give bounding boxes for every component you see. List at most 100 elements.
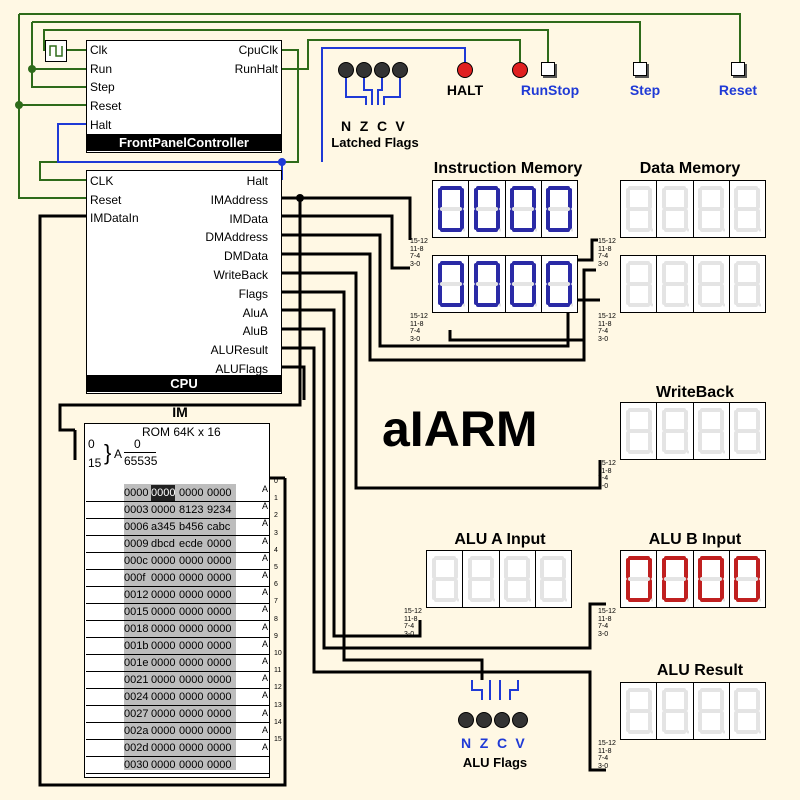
alu-a-display-bit-label-3: 3-0 [404,630,415,638]
rom-port-number: 12 [274,684,282,692]
data-memory-row1-display-digit-1 [657,181,694,237]
instruction-memory-row1-display [432,180,578,238]
rom-row-word: cabc [207,521,231,533]
halt-led [457,62,473,78]
rom-row-word: 0000 [151,725,176,737]
rom-row-word: 0000 [179,674,204,686]
frontpanel-pin-step: Step [90,80,115,95]
rom-row-divider [86,501,270,502]
rom-row-word: 0000 [151,691,176,703]
rom-row-word: a345 [151,521,176,533]
alu-a-display-digit-1 [463,551,500,607]
instruction-memory-row2-display-digit-2 [506,256,542,312]
rom-port-number: 0 [274,478,278,485]
instruction-memory-row2-display-bit-label-3: 3-0 [410,335,421,343]
rom-port-letter: A [262,690,269,701]
frontpanel-pin-halt: Halt [90,117,112,132]
data-memory-row1-display-bit-label-0: 15-12 [598,238,616,245]
rom-row-divider [86,756,270,757]
alu-result-display-bit-label-0: 15-12 [598,740,616,747]
rom-port-number: 6 [274,581,278,589]
step-button[interactable] [633,62,647,76]
reset-button[interactable] [731,62,745,76]
latched-flag-letter-v: V [395,118,405,134]
rom-row-word: 0000 [179,657,204,669]
instruction-memory-row1-display-digit-1 [469,181,506,237]
data-memory-row1-display-bit-label-3: 3-0 [598,260,609,268]
alu-result-display-digit-3 [730,683,765,739]
alu-a-display [426,550,572,608]
rom-port-letter: A [262,570,269,580]
cpu-pin-halt: Halt [246,174,268,188]
cpu-pin-imdata: IMData [229,211,268,226]
rom-row-word: 0000 [151,657,176,669]
rom-row-divider [86,654,270,655]
runstop-button[interactable] [541,62,555,76]
data-memory-row1-display-segments-2 [698,186,726,232]
alu-a-display-bit-label-0: 15-12 [404,608,422,615]
rom-row-word: 0000 [151,742,176,754]
alu-b-display-bit-label-1: 11-8 [598,615,612,623]
rom-row-word: 0000 [207,708,232,720]
im-name: IM [172,404,188,420]
alu-result-display-bit-label-2: 7-4 [598,755,609,762]
alu-b-display-bit-label-0: 15-12 [598,608,616,615]
rom-port-letter: A [262,552,269,563]
cpu-pin-imdatain: IMDataIn [90,211,139,225]
alu-result-display-bit-label-3: 3-0 [598,762,609,770]
rom-row-word: 0000 [179,708,204,720]
instruction-memory-row1-display-segments-2 [510,186,538,232]
clock-source[interactable] [45,40,67,62]
halt-label: HALT [446,82,484,98]
rom-row-address: 000f [124,572,146,584]
runstop-led [512,62,528,78]
rom-row-word: 0000 [207,674,232,686]
rom-row-word: 0000 [179,487,204,499]
frontpanel-pin-run: Run [90,61,113,76]
rom-row-address: 001b [124,640,149,652]
cpu-pin-aluresult: ALUResult [210,343,268,358]
alu-result-display-digit-0 [621,683,658,739]
rom-a-label: A [114,447,123,461]
rom-range-high: 65535 [124,454,158,468]
rom-row-word: 0000 [207,487,232,499]
rom-row-divider [86,586,270,587]
rom-row-word: 0000 [151,606,176,618]
rom-row-address: 0015 [124,606,149,618]
rom-range-divider [124,452,156,453]
alu-b-display-bit-label-3: 3-0 [598,630,609,638]
alu-flag-led-v [512,712,528,728]
alu-result-display-segments-1 [661,688,689,734]
rom-row-address: 0009 [124,538,149,550]
step-label[interactable]: Step [629,82,661,98]
instruction-memory-row1-display-bit-label-0: 15-12 [410,238,428,245]
rom-port-letter: A [262,484,269,494]
cpu-block [86,170,282,394]
rom-row-address: 0012 [124,589,149,601]
rom-row-word: 0000 [207,606,232,618]
instruction-memory-row2-display-digit-3 [542,256,577,312]
rom-row-address: 0021 [124,674,149,686]
writeback-display-segments-3 [734,408,762,454]
rom-port-letter: A [262,535,269,546]
instruction-memory-row1-display-digit-3 [542,181,577,237]
rom-row-word: 0000 [207,742,232,754]
writeback-display [620,402,766,460]
reset-label[interactable]: Reset [718,82,758,98]
frontpanel-pin-reset: Reset [90,99,122,114]
alu-flag-led-n [458,712,474,728]
rom-row-address: 0024 [124,691,149,703]
rom-port-number: 3 [274,529,278,537]
cpu-name: CPU [87,375,281,392]
latched-flag-letter-c: C [376,118,388,134]
rom-port-letter: A [262,587,269,598]
alu-flag-led-c [494,712,510,728]
rom-port-letter: A [262,621,269,632]
runstop-label[interactable]: RunStop [520,82,580,98]
rom-row-address: 001e [124,657,149,669]
data-memory-row2-display-segments-0 [625,261,653,307]
